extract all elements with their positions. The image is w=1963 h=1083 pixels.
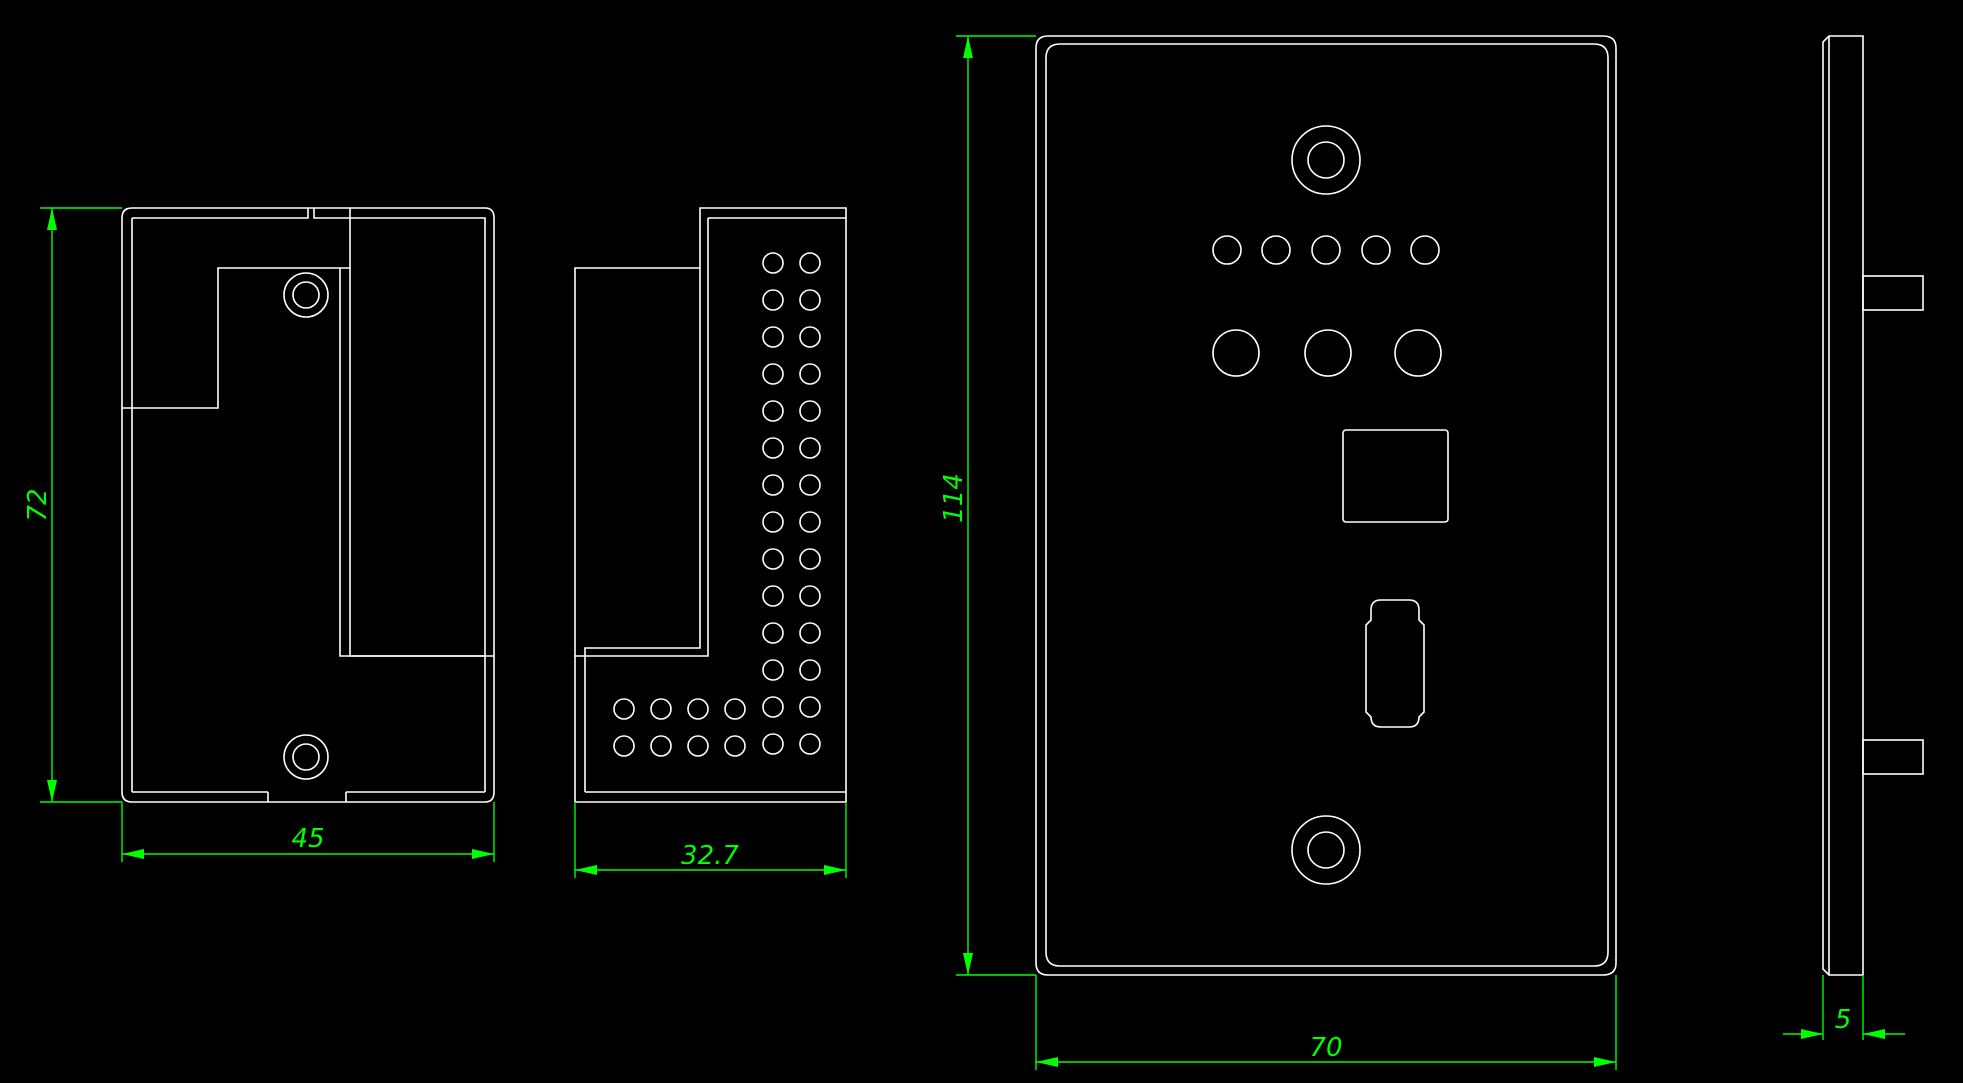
vent-hole bbox=[762, 733, 784, 755]
vent-hole bbox=[762, 363, 784, 385]
box-side-view bbox=[121, 207, 495, 803]
vent-hole bbox=[650, 735, 672, 757]
vent-hole bbox=[799, 474, 821, 496]
dimension-5: 5 bbox=[1783, 975, 1905, 1040]
vent-hole bbox=[799, 659, 821, 681]
led-holes bbox=[1212, 235, 1440, 265]
dimension-114: 114 bbox=[939, 35, 1036, 976]
screw-hole-inner bbox=[1307, 831, 1345, 869]
screw-hole bbox=[1291, 125, 1361, 195]
dimension-32-7: 32.7 bbox=[574, 802, 847, 878]
vent-hole bbox=[762, 659, 784, 681]
box-end-view bbox=[574, 207, 847, 803]
mounting-hole-inner bbox=[292, 743, 320, 771]
vent-hole bbox=[724, 698, 746, 720]
connector-holes bbox=[1212, 329, 1442, 377]
square-cutout bbox=[1342, 429, 1449, 523]
dimension-label: 70 bbox=[1309, 1033, 1342, 1063]
dimension-70: 70 bbox=[1035, 975, 1617, 1070]
vent-hole bbox=[650, 698, 672, 720]
vent-hole bbox=[762, 696, 784, 718]
vent-hole bbox=[762, 326, 784, 348]
vent-hole bbox=[687, 735, 709, 757]
vent-hole bbox=[799, 696, 821, 718]
faceplate-front-view bbox=[1035, 35, 1617, 976]
connector-stub bbox=[1862, 739, 1924, 775]
vent-hole bbox=[613, 698, 635, 720]
vent-hole bbox=[762, 252, 784, 274]
mounting-hole bbox=[283, 272, 329, 318]
dimension-label: 5 bbox=[1835, 1005, 1852, 1035]
faceplate-side-view bbox=[1822, 35, 1924, 976]
vent-hole bbox=[799, 252, 821, 274]
vent-hole bbox=[762, 289, 784, 311]
vent-hole bbox=[799, 400, 821, 422]
hdmi-port-cutout bbox=[1365, 599, 1425, 728]
vent-hole bbox=[799, 511, 821, 533]
vent-hole bbox=[724, 735, 746, 757]
screw-hole bbox=[1291, 815, 1361, 885]
vent-hole bbox=[799, 363, 821, 385]
dimension-label: 45 bbox=[291, 824, 324, 854]
vent-hole bbox=[762, 548, 784, 570]
vent-hole bbox=[762, 437, 784, 459]
dimension-45: 45 bbox=[121, 802, 495, 862]
vent-hole bbox=[687, 698, 709, 720]
mounting-hole-inner bbox=[292, 281, 320, 309]
dimension-label: 72 bbox=[23, 488, 53, 521]
ventilation-holes bbox=[613, 252, 821, 757]
vent-hole bbox=[762, 622, 784, 644]
vent-hole bbox=[799, 326, 821, 348]
connector-stub bbox=[1862, 275, 1924, 311]
vent-hole bbox=[799, 585, 821, 607]
vent-hole bbox=[799, 289, 821, 311]
dimension-label: 32.7 bbox=[681, 841, 739, 871]
dimension-label: 114 bbox=[939, 473, 969, 523]
vent-hole bbox=[799, 622, 821, 644]
dimension-72: 72 bbox=[23, 207, 122, 803]
mounting-hole bbox=[283, 734, 329, 780]
vent-hole bbox=[613, 735, 635, 757]
vent-hole bbox=[762, 400, 784, 422]
vent-hole bbox=[799, 548, 821, 570]
vent-hole bbox=[762, 474, 784, 496]
vent-hole bbox=[799, 733, 821, 755]
screw-hole-inner bbox=[1307, 141, 1345, 179]
vent-hole bbox=[762, 585, 784, 607]
vent-hole bbox=[762, 511, 784, 533]
vent-hole bbox=[799, 437, 821, 459]
